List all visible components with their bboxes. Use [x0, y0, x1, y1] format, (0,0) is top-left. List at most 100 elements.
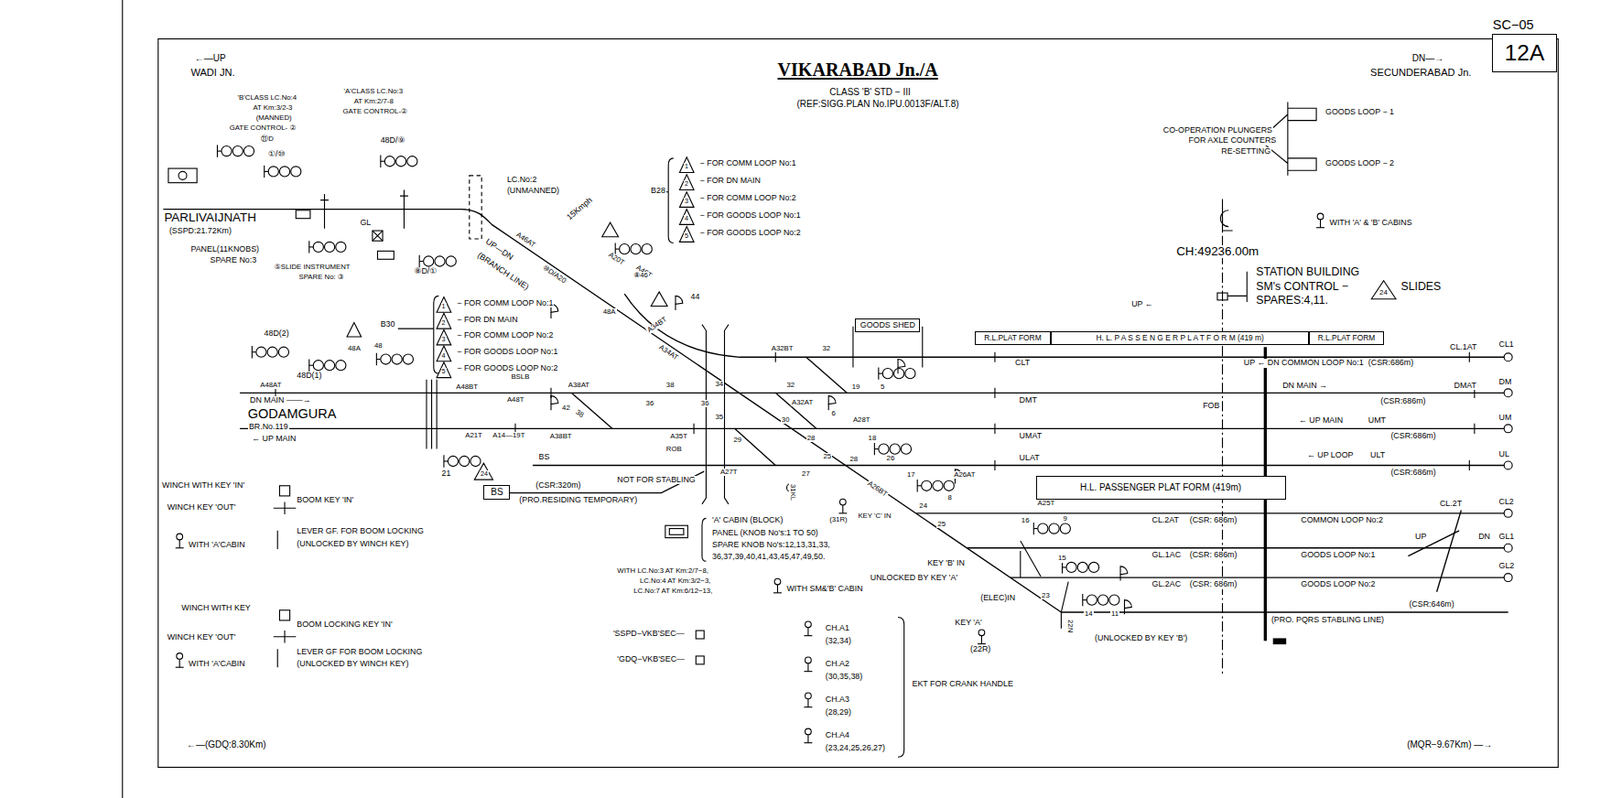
plan-label: STATION BUILDING — [1254, 266, 1361, 279]
box-text: R.L.PLAT FORM — [983, 334, 1042, 343]
plan-label: (CSR: 686m) — [1189, 516, 1239, 525]
plan-label: 48A — [602, 308, 617, 316]
plan-label: BR.No.119 — [248, 422, 290, 432]
plan-label: A14—19T — [491, 432, 526, 440]
plan-label: 'GDQ−VKB'SEC— — [616, 655, 686, 664]
plan-label: CL.2AT — [1151, 516, 1180, 525]
plan-label: (UNLOCKED BY WINCH KEY) — [295, 659, 410, 669]
plan-label: 32 — [821, 345, 832, 353]
track-ends — [1503, 353, 1513, 583]
plan-label: (CSR:686m) — [1367, 358, 1415, 368]
plan-label: UL — [1498, 450, 1511, 459]
plan-label: LC.No:7 AT Km:6/12−13, — [632, 587, 714, 595]
plan-label: LC.No:4 AT Km:3/2−3, — [638, 577, 713, 585]
plan-label: DM — [1498, 378, 1514, 387]
plan-label: − FOR GOODS LOOP No:1 — [455, 347, 559, 357]
plan-label: 3 — [441, 335, 447, 344]
plan-label: GL.2AC — [1151, 580, 1183, 589]
plan-label: A38BT — [549, 432, 573, 441]
plan-label: GATE CONTROL- ② — [228, 124, 298, 132]
plan-label: A21T — [464, 432, 484, 440]
plan-label: SC−05 — [1491, 18, 1536, 33]
plan-label: 28 — [806, 434, 817, 443]
plan-label: AT Km:3/2-3 — [251, 104, 293, 112]
plan-label: (REF:SIGG.PLAN No.IPU.0013F/ALT.8) — [796, 99, 961, 110]
plan-label: − FOR GOODS LOOP No:2 — [455, 364, 559, 373]
plan-box: R.L.PLAT FORM — [974, 331, 1052, 346]
plan-label: PARLIVAIJNATH — [162, 211, 257, 225]
plan-label: (UNLOCKED BY WINCH KEY) — [295, 540, 410, 549]
plan-label: ← UP MAIN — [250, 434, 297, 444]
plan-label: 25 — [822, 453, 833, 461]
plan-label: A32AT — [790, 399, 814, 407]
plan-label: GOODS LOOP No:2 — [1299, 580, 1376, 589]
box-text: GOODS SHED — [860, 321, 916, 331]
plan-label: WITH LC.No:3 AT Km:2/7−8, — [616, 567, 710, 575]
plan-label: PANEL(11KNOBS) — [189, 245, 260, 254]
track-lines — [162, 209, 1508, 613]
plan-label: KEY 'A' — [953, 618, 983, 628]
plan-label: GATE CONTROL-② — [342, 108, 410, 116]
plan-label: BOOM KEY 'IN' — [295, 496, 355, 505]
plan-label: 27 — [800, 470, 811, 478]
plan-label: (31R) — [828, 516, 849, 524]
plan-label: WITH 'A'CABIN — [187, 540, 247, 550]
plan-label: SPARE No:3 — [209, 256, 259, 265]
plan-label: ①/⑩ — [267, 150, 286, 159]
plan-label: UP ← DN COMMON LOOP No:1 — [1243, 358, 1365, 368]
plan-label: GODAMGURA — [247, 407, 338, 422]
plan-box: H. L. P A S S E N G E R P L A T F O R M … — [1050, 331, 1309, 346]
plan-label: − FOR COMM LOOP No:1 — [455, 299, 554, 308]
plan-label: 'SSPD−VKB'SEC— — [612, 629, 686, 638]
plan-label: SECUNDERABAD Jn. — [1369, 67, 1472, 79]
plan-box: H.L. PASSENGER PLAT FORM (419m) — [1036, 475, 1287, 501]
plan-label: (MQR−9.67Km) —→ — [1405, 740, 1493, 751]
plan-box: GOODS SHED — [854, 318, 920, 334]
plan-label: A48AT — [259, 381, 282, 390]
plan-label: 36 — [645, 400, 656, 408]
box-text: BS — [490, 486, 503, 498]
plan-label: SLIDES — [1400, 281, 1443, 293]
plan-label: (CSR:686m) — [1379, 397, 1427, 406]
plan-label: SPARE No: ③ — [298, 273, 346, 282]
plan-label: UP — [1414, 532, 1428, 541]
plan-label: − FOR COMM LOOP No:2 — [699, 194, 798, 203]
plan-label: (32,34) — [824, 637, 853, 646]
plan-label: DN MAIN → — [1281, 381, 1329, 390]
plan-label: CH.A1 — [824, 624, 851, 633]
plan-label: A32BT — [770, 345, 795, 353]
route-triangles — [346, 157, 1396, 480]
plan-label: 28 — [849, 455, 860, 464]
plan-label: − FOR DN MAIN — [455, 315, 519, 325]
plan-label: ← UP LOOP — [1306, 451, 1355, 460]
plan-label: 24 — [479, 470, 489, 478]
plan-label: (MANNED) — [255, 114, 293, 122]
plan-label: 48D(1) — [295, 371, 323, 380]
plan-label: FOR AXLE COUNTERS — [1188, 136, 1278, 145]
plan-label: 11 — [1110, 610, 1120, 618]
plan-label: A27T — [719, 468, 739, 476]
plan-label: 32 — [785, 381, 796, 390]
plan-label: GL1 — [1498, 532, 1516, 541]
plan-label: − FOR DN MAIN — [699, 176, 762, 185]
plan-label: ULT — [1369, 451, 1386, 460]
plan-label: ⑪D — [259, 135, 275, 143]
plan-label: 48D/⑨ — [379, 136, 407, 145]
plan-label: PANEL (KNOB No's:1 TO 50) — [711, 529, 820, 538]
plan-label: ULAT — [1018, 454, 1041, 463]
plan-label: 48A — [346, 345, 362, 353]
plan-label: (30,35,38) — [824, 672, 864, 682]
plan-label: NOT FOR STABLING — [616, 475, 696, 485]
plan-label: UMAT — [1018, 432, 1043, 441]
plan-label: (23,24,25,26,27) — [824, 744, 887, 753]
plan-label: KEY 'B' IN — [926, 559, 966, 568]
plan-label: A46AT — [514, 230, 539, 250]
plan-label: CL2 — [1498, 497, 1515, 507]
plan-label: GOODS LOOP − 2 — [1324, 159, 1395, 168]
plan-label: CH:49236.00m — [1175, 245, 1260, 259]
plan-label: DN—→ — [1411, 54, 1445, 65]
plan-label: 36 — [700, 400, 711, 408]
plan-label: A28T — [852, 416, 872, 424]
plan-label: 6 — [830, 410, 836, 418]
